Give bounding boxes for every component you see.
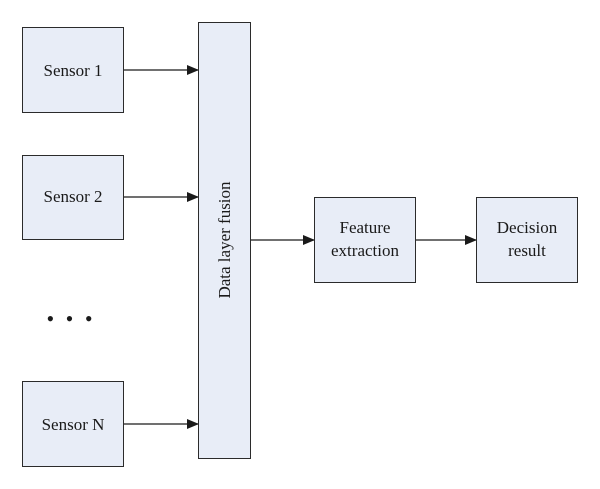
sensor-n-label: Sensor N [42,415,105,434]
decision-result-label-line1: Decision [497,218,558,237]
sensor-ellipsis: • • • [46,306,95,331]
sensor-1-node: Sensor 1 [22,27,124,113]
feature-extraction-node: Feature extraction [314,197,416,283]
decision-result-label-line2: result [508,241,546,260]
sensor-2-node: Sensor 2 [22,155,124,240]
decision-result-node: Decision result [476,197,578,283]
data-layer-fusion-box [198,22,251,459]
sensor-n-node: Sensor N [22,381,124,467]
sensor-n-box [22,381,124,467]
data-layer-fusion-node: Data layer fusion [198,22,251,459]
sensor-2-box [22,155,124,240]
sensor-1-label: Sensor 1 [43,61,102,80]
feature-extraction-box [314,197,416,283]
sensor-2-label: Sensor 2 [43,187,102,206]
feature-extraction-label-line2: extraction [331,241,399,260]
decision-result-box [476,197,578,283]
data-layer-fusion-label: Data layer fusion [215,181,234,299]
feature-extraction-label-line1: Feature [340,218,391,237]
sensor-1-box [22,27,124,113]
